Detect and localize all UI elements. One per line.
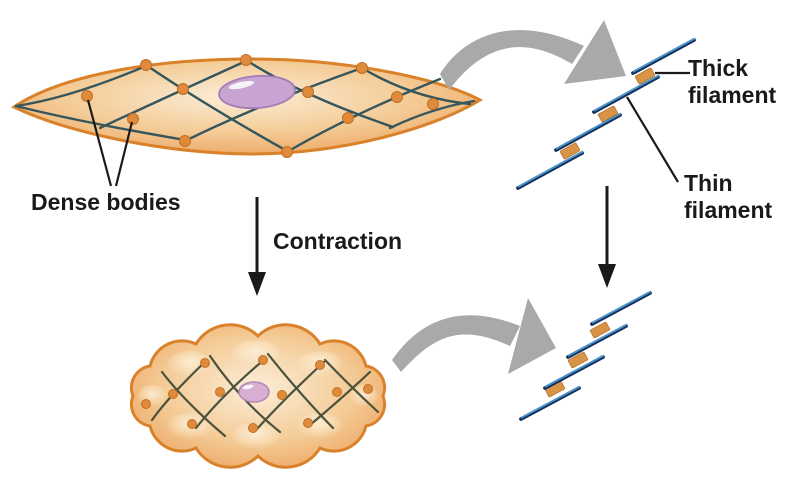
nucleus-highlight	[242, 384, 254, 390]
thin-filament-pointer-line	[626, 96, 679, 183]
dense-body-dot	[187, 419, 197, 429]
dense-body-dot	[215, 387, 225, 397]
contraction-arrow-icon	[248, 197, 266, 296]
pointer-line	[86, 99, 113, 187]
thick-filament	[559, 142, 581, 160]
contracted-filament-unit	[519, 290, 652, 421]
thin-filaments	[519, 290, 652, 421]
thick-filament	[634, 67, 656, 85]
thin-filament-highlight	[555, 112, 622, 150]
dense-body-dot	[281, 146, 293, 158]
dense-body-dot	[315, 360, 325, 370]
zoom-arrow-head	[508, 298, 556, 374]
lattice-line	[194, 356, 268, 430]
dense-body-dot	[258, 355, 268, 365]
zoom-arrow-band	[392, 315, 520, 372]
contracted-dense-bodies-dots	[141, 355, 373, 433]
thick-filament	[567, 351, 589, 369]
dense-body-dot	[427, 98, 439, 110]
dense-body-dot	[356, 62, 368, 74]
thin-filament	[631, 38, 696, 75]
zoom-arrow-head	[564, 20, 626, 84]
relaxed-filament-unit	[516, 37, 696, 190]
thin-filament-highlight	[567, 323, 628, 357]
contraction-label: Contraction	[273, 228, 403, 254]
relaxed-cell-nucleus	[218, 74, 296, 110]
nucleus-shape	[238, 381, 270, 403]
dense-body-dot	[140, 59, 152, 71]
nucleus-highlight	[228, 80, 255, 90]
lobe-highlight	[232, 340, 280, 366]
thin-filament-highlight	[593, 74, 660, 112]
thin-filament-highlight	[544, 354, 605, 388]
dense-body-dot	[168, 389, 178, 399]
lattice-line	[360, 66, 472, 106]
thin-filament	[519, 386, 581, 421]
thick-filament	[589, 321, 611, 339]
lattice-line	[266, 352, 335, 430]
dense-bodies-dots	[81, 54, 439, 158]
thin-filament	[566, 324, 628, 359]
thin-filament	[554, 113, 622, 152]
dense-body-dot	[303, 418, 313, 428]
dense-body-dot	[363, 384, 373, 394]
dense-body-dot	[277, 390, 287, 400]
lattice-line	[98, 59, 248, 130]
dense-body-dot	[302, 86, 314, 98]
zoom-arrow-band	[440, 30, 584, 90]
contracted-smooth-muscle-cell	[129, 323, 387, 469]
dense-bodies-label: Dense bodies	[31, 189, 181, 215]
zoom-arrow-relaxed-icon	[440, 20, 626, 90]
thin-filament-label: Thin filament	[684, 170, 773, 223]
lattice-line	[14, 64, 148, 108]
arrow-head	[598, 264, 616, 288]
thin-filament-highlight	[520, 385, 581, 419]
thin-filament	[543, 355, 605, 390]
lobe-highlight	[232, 423, 280, 449]
dense-body-dot	[332, 387, 342, 397]
thin-filament-highlight	[591, 290, 652, 324]
pointer-line	[114, 121, 134, 187]
lattice-line	[323, 358, 380, 414]
thick-filament	[597, 105, 619, 123]
lattice-line	[14, 104, 187, 142]
lattice-line	[308, 370, 372, 427]
dense-body-dot	[179, 135, 191, 147]
dense-body-dot	[240, 54, 252, 66]
thin-filament	[590, 291, 652, 326]
dense-body-dot	[200, 358, 210, 368]
thin-filament	[592, 75, 660, 114]
arrow-head	[248, 272, 266, 296]
thin-filament	[516, 151, 584, 190]
dense-body-dot	[127, 113, 139, 125]
dense-body-dot	[342, 112, 354, 124]
dense-body-dot	[81, 90, 93, 102]
dense-body-dot	[177, 83, 189, 95]
thin-filaments	[516, 37, 696, 190]
dense-body-dot	[391, 91, 403, 103]
lobe-highlight	[168, 351, 212, 377]
lattice-line	[160, 370, 227, 438]
lattice-line	[254, 360, 326, 432]
thick-filament-label: Thick filament	[688, 55, 777, 108]
lattice-line	[144, 63, 289, 153]
zoom-arrow-contracted-icon	[392, 298, 556, 374]
relaxed-smooth-muscle-cell	[10, 54, 484, 158]
dense-body-dot	[141, 399, 151, 409]
thin-filament-highlight	[632, 37, 696, 73]
filament-contraction-arrow-icon	[598, 186, 616, 288]
contracted-cell-nucleus	[238, 381, 270, 403]
lattice-line	[285, 77, 442, 154]
thin-filament-highlight	[517, 150, 584, 188]
dense-body-dot	[248, 423, 258, 433]
dense-bodies-pointer-lines	[86, 99, 134, 187]
